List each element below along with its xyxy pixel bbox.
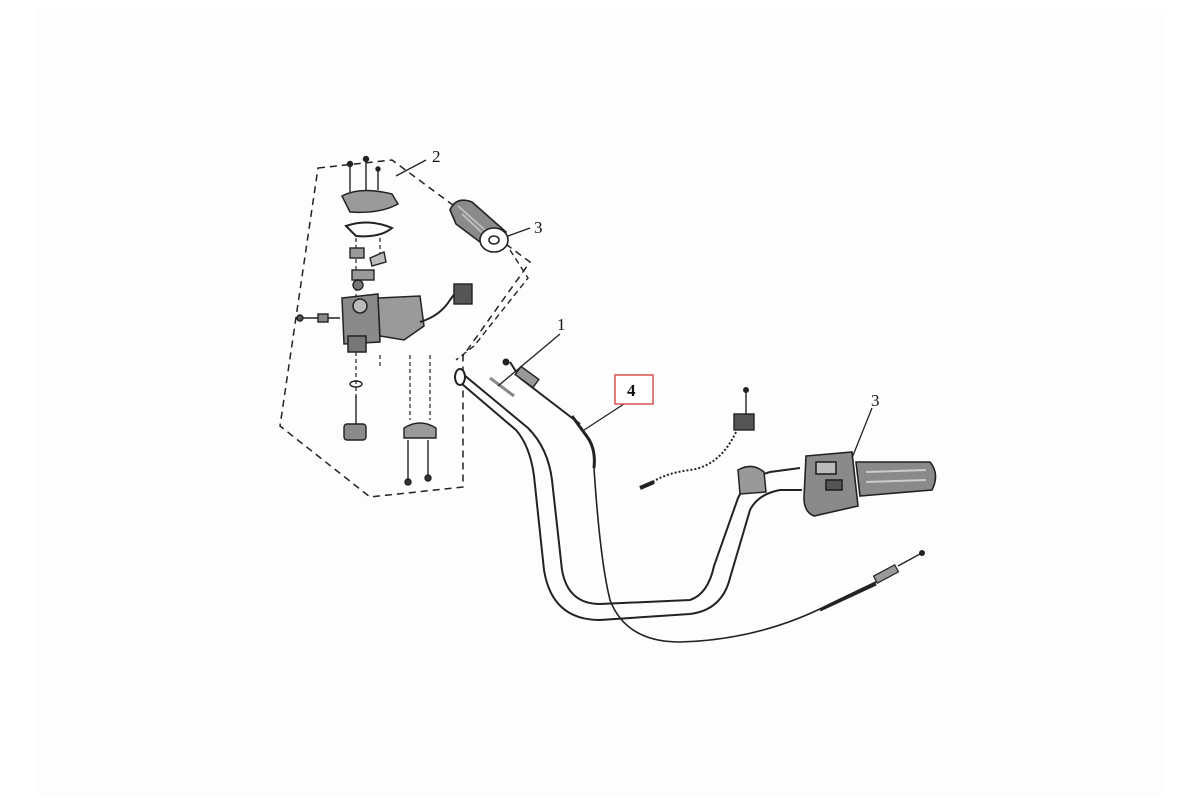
switch-inner-parts: [349, 247, 387, 291]
wire-connector: [453, 283, 473, 305]
gasket: [344, 221, 394, 238]
switch-top-cover: [341, 189, 400, 214]
lower-parts: [343, 380, 437, 486]
callout-3-upper: 3: [534, 218, 543, 237]
right-clamp: [737, 465, 767, 495]
grip-alignment-dashed: [455, 249, 529, 361]
left-grip: [449, 199, 509, 253]
right-grip: [855, 461, 937, 497]
switch-housing: [341, 293, 425, 353]
brake-light-switch-wire: [639, 387, 755, 490]
handlebar-mark: [489, 376, 515, 398]
assembly-2-dashed-boundary: [279, 159, 532, 498]
handlebar-outline-inner: [461, 383, 802, 622]
callout-4-highlight-box: [614, 374, 654, 405]
switch-wire: [419, 291, 457, 323]
callout-3-right: 3: [871, 391, 880, 410]
handlebar-left-end: [454, 368, 466, 386]
top-screws: [346, 155, 381, 192]
diagram-panel: [36, 10, 1164, 795]
leader-lines: [395, 159, 873, 459]
callout-2: 2: [432, 147, 441, 166]
callout-1: 1: [557, 315, 566, 334]
side-screw: [296, 313, 340, 323]
right-switch-assembly: [803, 451, 859, 517]
callout-4: 4: [627, 381, 636, 400]
throttle-cable: [502, 358, 925, 643]
